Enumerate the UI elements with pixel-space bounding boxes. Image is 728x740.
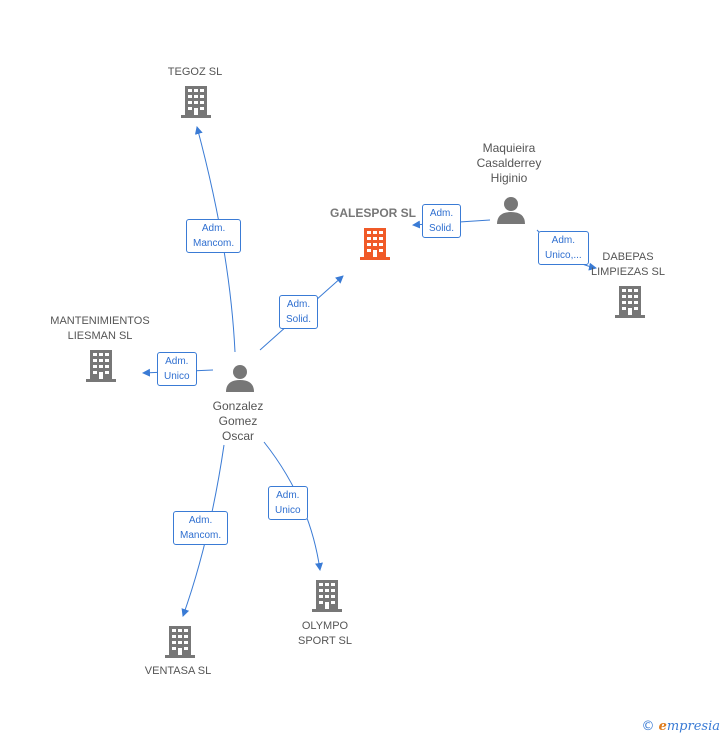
edge-label-tegoz[interactable]: Adm. Mancom. <box>186 219 242 253</box>
edge-label-galespor-maquieira[interactable]: Adm. Solid. <box>422 204 462 238</box>
dabepas-line2: LIMPIEZAS SL <box>591 266 665 278</box>
edge-label-line2: Mancom. <box>180 530 222 541</box>
person-icon <box>497 197 525 224</box>
person-label-maquieira[interactable]: Maquieira Casalderrey Higinio <box>462 141 556 186</box>
edge-label-line2: Solid. <box>429 223 455 234</box>
edge-label-line1: Adm. <box>286 299 311 310</box>
edge-label-line1: Adm. <box>429 208 454 219</box>
building-icon <box>312 580 342 612</box>
empresia-logo[interactable]: © empresia <box>641 719 720 734</box>
edge-label-line1: Adm. <box>551 235 576 246</box>
edge-label-line2: Unico,... <box>545 250 582 261</box>
brand-rest: mpresia <box>666 719 720 734</box>
edge-label-mantenimientos[interactable]: Adm. Unico <box>157 352 197 386</box>
copyright-symbol: © <box>641 719 655 734</box>
building-icon-main <box>360 228 390 260</box>
maquieira-line3: Higinio <box>490 171 528 185</box>
company-label-tegoz[interactable]: TEGOZ SL <box>150 65 240 80</box>
edge-label-line1: Adm. <box>188 515 213 526</box>
company-label-ventasa[interactable]: VENTASA SL <box>130 664 226 679</box>
tegoz-name: TEGOZ SL <box>167 66 223 78</box>
edge-label-olympo[interactable]: Adm. Unico <box>268 486 308 520</box>
edge-label-galespor-gonzalez[interactable]: Adm. Solid. <box>279 295 319 329</box>
edge-label-line2: Solid. <box>286 314 312 325</box>
company-label-dabepas[interactable]: DABEPAS LIMPIEZAS SL <box>578 250 678 280</box>
edge-label-line1: Adm. <box>165 356 189 367</box>
edge-label-dabepas[interactable]: Adm. Unico,... <box>538 231 589 265</box>
building-icon <box>615 286 645 318</box>
edge-label-line2: Unico <box>164 371 190 382</box>
building-icon <box>86 350 116 382</box>
company-label-galespor[interactable]: GALESPOR SL <box>326 206 420 221</box>
edge-label-line2: Mancom. <box>193 238 235 249</box>
ventasa-name: VENTASA SL <box>144 665 212 677</box>
galespor-name: GALESPOR SL <box>329 206 416 220</box>
mantenimientos-line1: MANTENIMIENTOS <box>50 315 150 327</box>
building-icon <box>181 86 211 118</box>
edge-label-line2: Unico <box>275 505 301 516</box>
gonzalez-line2: Gomez <box>218 414 258 428</box>
dabepas-line1: DABEPAS <box>602 251 654 263</box>
edge-label-ventasa[interactable]: Adm. Mancom. <box>173 511 229 545</box>
company-label-mantenimientos[interactable]: MANTENIMIENTOS LIESMAN SL <box>40 314 160 344</box>
company-label-olympo[interactable]: OLYMPO SPORT SL <box>280 619 370 649</box>
mantenimientos-line2: LIESMAN SL <box>67 330 133 342</box>
olympo-line1: OLYMPO <box>301 620 349 632</box>
gonzalez-line1: Gonzalez <box>212 399 264 413</box>
building-icon <box>165 626 195 658</box>
person-icon <box>226 365 254 392</box>
edge-label-line1: Adm. <box>276 490 300 501</box>
brand-e: e <box>658 719 667 734</box>
gonzalez-line3: Oscar <box>221 429 254 443</box>
person-label-gonzalez[interactable]: Gonzalez Gomez Oscar <box>196 399 280 444</box>
maquieira-line2: Casalderrey <box>476 156 542 170</box>
edge-label-line1: Adm. <box>201 223 226 234</box>
olympo-line2: SPORT SL <box>297 635 352 647</box>
maquieira-line1: Maquieira <box>482 141 536 155</box>
